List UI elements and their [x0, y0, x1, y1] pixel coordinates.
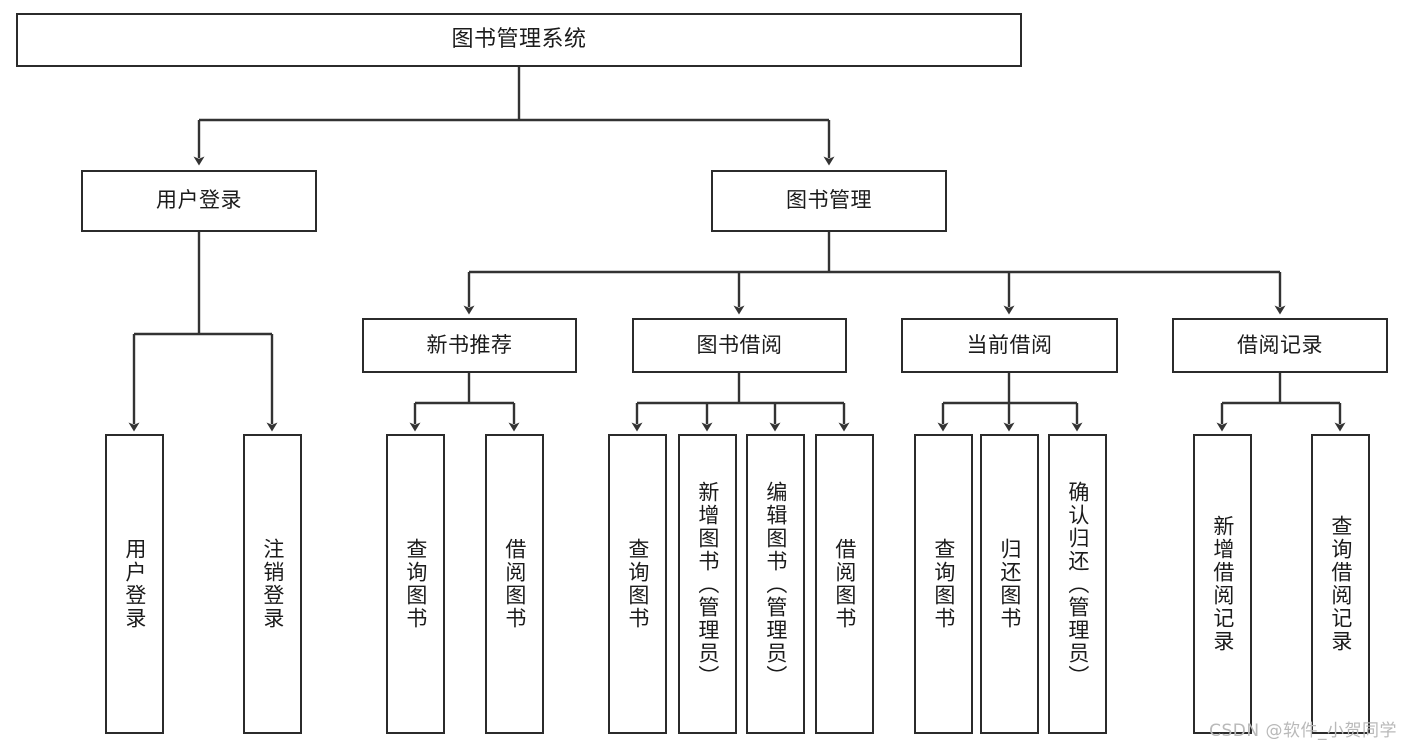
node-current-borrow[interactable]: 当前借阅 — [901, 318, 1118, 373]
node-leaf-query-book-1[interactable]: 查询图书 — [386, 434, 445, 734]
watermark-text: CSDN @软件_小贺同学 — [1209, 721, 1397, 741]
node-leaf-query-borrow-record[interactable]: 查询借阅记录 — [1311, 434, 1370, 734]
node-leaf-borrow-book-1[interactable]: 借阅图书 — [485, 434, 544, 734]
node-label: 用户登录 — [122, 538, 147, 630]
node-label: 查询图书 — [931, 538, 956, 630]
node-leaf-return-book[interactable]: 归还图书 — [980, 434, 1039, 734]
node-user-login[interactable]: 用户登录 — [81, 170, 317, 232]
node-label: 借阅记录 — [1237, 332, 1323, 357]
node-book-borrow[interactable]: 图书借阅 — [632, 318, 847, 373]
node-label: 图书管理 — [786, 188, 872, 213]
node-leaf-query-book-3[interactable]: 查询图书 — [914, 434, 973, 734]
node-label: 查询图书 — [625, 538, 650, 630]
node-label: 新增借阅记录 — [1210, 515, 1235, 653]
node-leaf-logout-login[interactable]: 注销登录 — [243, 434, 302, 734]
node-leaf-add-book-admin[interactable]: 新增图书（管理员） — [678, 434, 737, 734]
node-new-book-recommend[interactable]: 新书推荐 — [362, 318, 577, 373]
node-label: 注销登录 — [260, 538, 285, 630]
node-label: 图书管理系统 — [451, 26, 587, 52]
node-label: 查询借阅记录 — [1328, 515, 1353, 653]
node-book-manage[interactable]: 图书管理 — [711, 170, 947, 232]
node-label: 编辑图书（管理员） — [763, 480, 788, 688]
node-borrow-record[interactable]: 借阅记录 — [1172, 318, 1388, 373]
node-label: 当前借阅 — [966, 332, 1053, 357]
node-label: 借阅图书 — [502, 538, 527, 630]
node-label: 查询图书 — [403, 538, 428, 630]
node-label: 确认归还（管理员） — [1065, 480, 1090, 688]
node-leaf-borrow-book-2[interactable]: 借阅图书 — [815, 434, 874, 734]
node-leaf-confirm-return-admin[interactable]: 确认归还（管理员） — [1048, 434, 1107, 734]
node-label: 图书借阅 — [696, 332, 783, 357]
node-label: 归还图书 — [997, 538, 1022, 630]
node-label: 新增图书（管理员） — [695, 480, 720, 688]
node-label: 用户登录 — [156, 188, 242, 213]
node-leaf-user-login[interactable]: 用户登录 — [105, 434, 164, 734]
node-leaf-add-borrow-record[interactable]: 新增借阅记录 — [1193, 434, 1252, 734]
node-leaf-query-book-2[interactable]: 查询图书 — [608, 434, 667, 734]
node-label: 借阅图书 — [832, 538, 857, 630]
node-root-system[interactable]: 图书管理系统 — [16, 13, 1022, 67]
node-label: 新书推荐 — [426, 332, 513, 357]
node-leaf-edit-book-admin[interactable]: 编辑图书（管理员） — [746, 434, 805, 734]
